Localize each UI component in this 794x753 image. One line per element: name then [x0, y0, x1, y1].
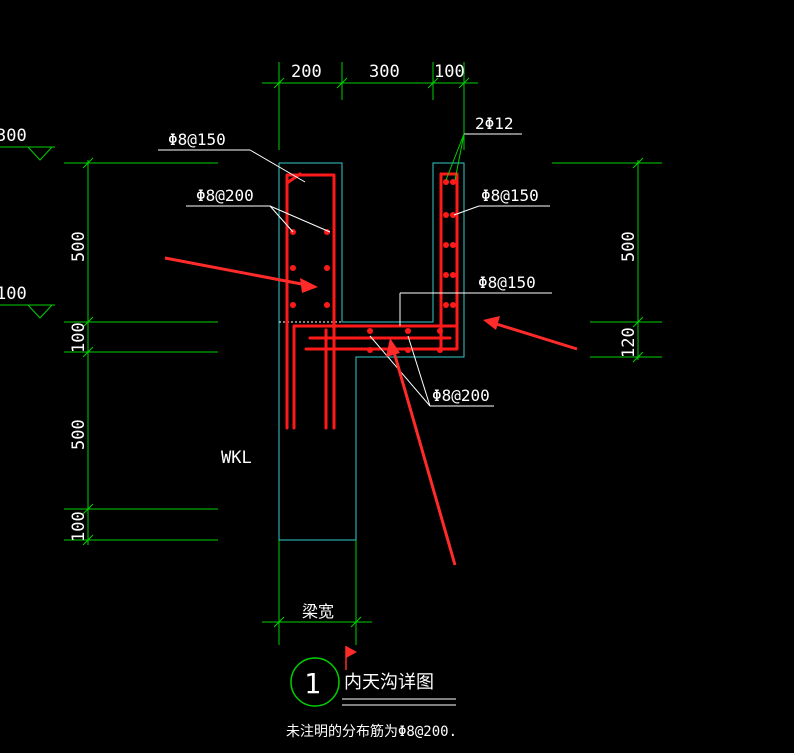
beam-label: WKL [221, 448, 252, 468]
label-center-rebar: Φ8@150 [478, 273, 536, 292]
label-top-right-rebar: 2Φ12 [475, 114, 514, 133]
dim-left-3: 500 [69, 419, 89, 450]
annotation-arrows [164, 256, 578, 566]
right-dimension-chain [552, 157, 662, 363]
arrow-head-3 [386, 338, 400, 357]
label-top-left-rebar: Φ8@150 [168, 130, 226, 149]
beam-width-label: 梁宽 [302, 602, 334, 621]
flag-icon [346, 646, 357, 658]
top-dimension-chain [262, 62, 478, 150]
dim-right-2: 120 [619, 327, 639, 358]
drawing-title: 内天沟详图 [344, 672, 434, 693]
dim-right-1: 500 [619, 231, 639, 262]
leader-lines [158, 133, 552, 407]
label-bottom-rebar: Φ8@200 [432, 386, 490, 405]
dim-left-1: 500 [69, 231, 89, 262]
arrow-head-2 [483, 316, 500, 330]
rebar [285, 172, 459, 430]
dim-top-2: 300 [369, 62, 400, 82]
beam-width-dimension [262, 540, 372, 645]
label-left-mid-rebar: Φ8@200 [196, 186, 254, 205]
dim-top-3: 100 [434, 62, 465, 82]
title-block [290, 646, 456, 707]
left-dimension-chain [64, 157, 218, 546]
concrete-outline [278, 162, 465, 541]
dim-left-4: 100 [69, 511, 89, 542]
label-right-mid-rebar: Φ8@150 [481, 186, 539, 205]
dim-top-1: 200 [291, 62, 322, 82]
elevation-marks [0, 146, 55, 319]
arrow-head-1 [300, 278, 318, 293]
detail-number: 1 [304, 667, 321, 700]
elevation-label-2: 100 [0, 284, 27, 304]
elevation-label-1: 300 [0, 126, 27, 146]
dim-left-2: 100 [69, 322, 89, 353]
drawing-note: 未注明的分布筋为Φ8@200. [286, 723, 457, 740]
